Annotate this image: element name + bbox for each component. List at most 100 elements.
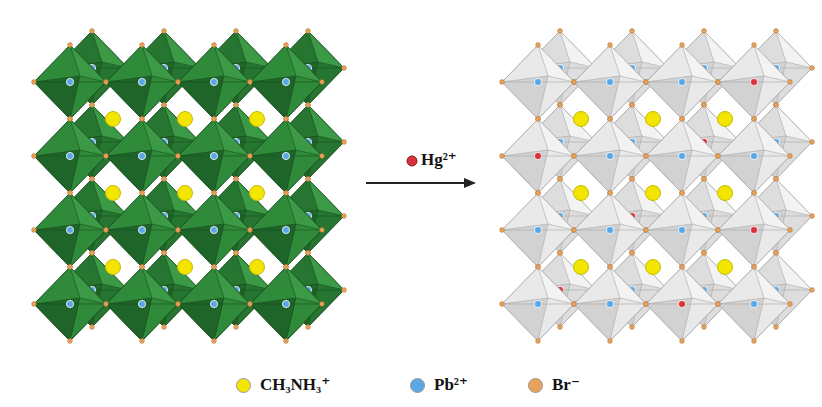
br-ion xyxy=(500,228,505,233)
br-ion xyxy=(234,251,239,256)
pb-ion xyxy=(282,152,289,159)
octahedron xyxy=(178,45,250,119)
br-ion xyxy=(176,302,181,307)
br-ion xyxy=(234,325,239,330)
br-ion xyxy=(90,251,95,256)
br-ion xyxy=(536,265,541,270)
br-ion xyxy=(558,251,563,256)
pb-ion xyxy=(282,78,289,85)
br-ion xyxy=(90,177,95,182)
octahedron-facet xyxy=(502,298,548,341)
br-ion xyxy=(644,154,649,159)
pb-ion xyxy=(606,78,613,85)
ma-cation xyxy=(178,260,193,275)
br-ion xyxy=(572,228,577,233)
legend-swatch xyxy=(236,378,251,393)
br-ion xyxy=(90,29,95,34)
octahedron-facet xyxy=(34,298,80,341)
br-ion xyxy=(536,117,541,122)
ma-cation xyxy=(106,260,121,275)
br-ion xyxy=(176,154,181,159)
octahedron xyxy=(718,119,790,193)
br-ion xyxy=(162,251,167,256)
br-ion xyxy=(284,191,289,196)
octahedron xyxy=(34,267,106,341)
br-ion xyxy=(140,339,145,344)
br-ion xyxy=(630,103,635,108)
br-ion xyxy=(212,117,217,122)
ma-cation xyxy=(250,186,265,201)
br-ion xyxy=(284,117,289,122)
br-ion xyxy=(248,154,253,159)
br-ion xyxy=(572,154,577,159)
octahedron xyxy=(502,119,574,193)
pb-ion xyxy=(66,78,73,85)
br-ion xyxy=(630,29,635,34)
br-ion xyxy=(162,103,167,108)
octahedron-facet xyxy=(502,224,548,267)
octahedron xyxy=(250,119,322,193)
br-ion xyxy=(140,265,145,270)
br-ion xyxy=(320,80,325,85)
br-ion xyxy=(248,302,253,307)
br-ion xyxy=(810,66,815,71)
br-ion xyxy=(716,154,721,159)
br-ion xyxy=(752,117,757,122)
pb-ion xyxy=(66,152,73,159)
br-ion xyxy=(702,251,707,256)
br-ion xyxy=(630,325,635,330)
br-ion xyxy=(68,265,73,270)
octahedron xyxy=(574,45,646,119)
br-ion xyxy=(342,214,347,219)
br-ion xyxy=(176,154,181,159)
br-ion xyxy=(716,302,721,307)
ma-cation xyxy=(718,260,733,275)
br-ion xyxy=(68,191,73,196)
br-ion xyxy=(234,29,239,34)
br-ion xyxy=(608,43,613,48)
br-ion xyxy=(212,117,217,122)
arrow-head xyxy=(464,178,476,188)
octahedron xyxy=(250,267,322,341)
octahedron xyxy=(574,119,646,193)
br-ion xyxy=(644,154,649,159)
ma-cation xyxy=(574,186,589,201)
br-ion xyxy=(608,265,613,270)
br-ion xyxy=(752,43,757,48)
octahedron xyxy=(178,193,250,267)
octahedron-facet xyxy=(34,150,80,193)
br-ion xyxy=(320,228,325,233)
br-ion xyxy=(140,191,145,196)
br-ion xyxy=(90,177,95,182)
br-ion xyxy=(32,154,37,159)
br-ion xyxy=(306,177,311,182)
br-ion xyxy=(680,265,685,270)
br-ion xyxy=(680,191,685,196)
br-ion xyxy=(162,251,167,256)
br-ion xyxy=(644,80,649,85)
ma-cation xyxy=(106,186,121,201)
legend-text: CH₃NH₃⁺ xyxy=(260,374,330,395)
br-ion xyxy=(608,339,613,344)
br-ion xyxy=(90,251,95,256)
br-ion xyxy=(774,251,779,256)
octahedron xyxy=(718,267,790,341)
br-ion xyxy=(68,43,73,48)
ma-cation xyxy=(574,260,589,275)
br-ion xyxy=(752,191,757,196)
br-ion xyxy=(558,29,563,34)
br-ion xyxy=(140,43,145,48)
octahedron-facet xyxy=(502,76,548,119)
octahedron xyxy=(502,267,574,341)
br-ion xyxy=(558,103,563,108)
br-ion xyxy=(284,265,289,270)
br-ion xyxy=(630,251,635,256)
legend-text: Br⁻ xyxy=(552,374,580,395)
ma-cation xyxy=(718,186,733,201)
br-ion xyxy=(162,103,167,108)
br-ion xyxy=(104,228,109,233)
octahedron xyxy=(574,193,646,267)
pb-ion xyxy=(138,300,145,307)
br-ion xyxy=(342,288,347,293)
